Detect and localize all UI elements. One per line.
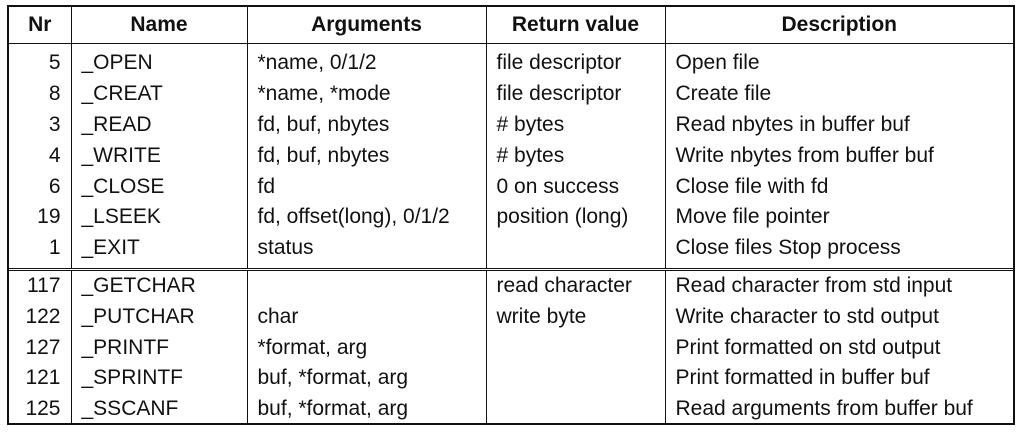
cell-name: _EXIT [70, 232, 247, 270]
cell-arguments: *name, *mode [246, 78, 486, 110]
cell-description: Read nbytes in buffer buf [664, 109, 1013, 141]
cell-nr: 6 [48, 174, 61, 198]
cell-name: _LSEEK [70, 201, 247, 233]
cell-nr: 3 [48, 112, 61, 136]
cell-return-value: # bytes [485, 140, 665, 172]
cell-name: _PUTCHAR [70, 301, 247, 333]
cell-name: _READ [70, 109, 247, 141]
cell-name: _SSCANF [70, 393, 247, 425]
table-row: 127 _PRINTF*format, arg Print formatted on… [9, 332, 1013, 363]
cell-return-value [485, 232, 665, 270]
header-arguments: Arguments [246, 7, 486, 44]
header-name: Name [70, 7, 247, 44]
cell-arguments: fd, buf, nbytes [246, 140, 486, 172]
cell-return-value: file descriptor [485, 43, 665, 79]
cell-nr: 19 [37, 205, 61, 229]
cell-description: Open file [664, 43, 1013, 79]
cell-arguments: fd, buf, nbytes [246, 109, 486, 141]
cell-description: Print formatted in buffer buf [664, 362, 1013, 394]
cell-name: _SPRINTF [70, 362, 247, 394]
cell-arguments: fd [246, 171, 486, 202]
cell-return-value: write byte [485, 301, 665, 333]
cell-nr: 121 [25, 366, 61, 390]
cell-arguments: *name, 0/1/2 [246, 43, 486, 79]
cell-name: _CREAT [70, 78, 247, 110]
cell-description: Create file [664, 78, 1013, 110]
cell-name: _WRITE [70, 140, 247, 172]
cell-name: _PRINTF [70, 332, 247, 363]
cell-nr: 4 [48, 143, 61, 167]
header-nr: Nr [9, 7, 71, 44]
cell-arguments: buf, *format, arg [246, 393, 486, 425]
cell-description: Write character to std output [664, 301, 1013, 333]
cell-return-value [485, 362, 665, 394]
cell-return-value: # bytes [485, 109, 665, 141]
cell-return-value: read character [485, 267, 665, 302]
cell-description: Move file pointer [664, 201, 1013, 233]
cell-nr: 122 [25, 304, 61, 328]
header-description: Description [664, 7, 1013, 44]
cell-name: _OPEN [70, 43, 247, 79]
cell-description: Write nbytes from buffer buf [664, 140, 1013, 172]
cell-return-value [485, 332, 665, 363]
cell-description: Read arguments from buffer buf [664, 393, 1013, 425]
cell-return-value [485, 393, 665, 425]
cell-return-value: 0 on success [485, 171, 665, 202]
syscall-table-frame: Nr Name Arguments Return value Descripti… [7, 5, 1015, 425]
cell-arguments: status [246, 232, 486, 270]
syscall-table: Nr Name Arguments Return value Descripti… [9, 7, 1013, 425]
cell-nr: 117 [9, 267, 71, 302]
cell-arguments: char [246, 301, 486, 333]
header-row: Nr Name Arguments Return value Descripti… [9, 7, 1013, 44]
cell-description: Read character from std input [664, 267, 1013, 302]
cell-arguments: buf, *format, arg [246, 362, 486, 394]
cell-return-value: position (long) [485, 201, 665, 233]
header-return-value: Return value [485, 7, 665, 44]
cell-description: Print formatted on std output [664, 332, 1013, 363]
cell-return-value: file descriptor [485, 78, 665, 110]
cell-description: Close file with fd [664, 171, 1013, 202]
cell-arguments: *format, arg [246, 332, 486, 363]
cell-arguments [246, 267, 486, 302]
cell-nr: 5 [48, 51, 61, 75]
cell-nr: 127 [25, 335, 61, 359]
cell-nr: 125 [25, 397, 61, 421]
cell-name: _CLOSE [70, 171, 247, 202]
cell-description: Close files Stop process [664, 232, 1013, 270]
cell-arguments: fd, offset(long), 0/1/2 [246, 201, 486, 233]
table-header: Nr Name Arguments Return value Descripti… [9, 7, 1013, 44]
cell-name: _GETCHAR [70, 267, 247, 302]
cell-nr: 1 [48, 236, 61, 260]
cell-nr: 8 [48, 82, 61, 106]
